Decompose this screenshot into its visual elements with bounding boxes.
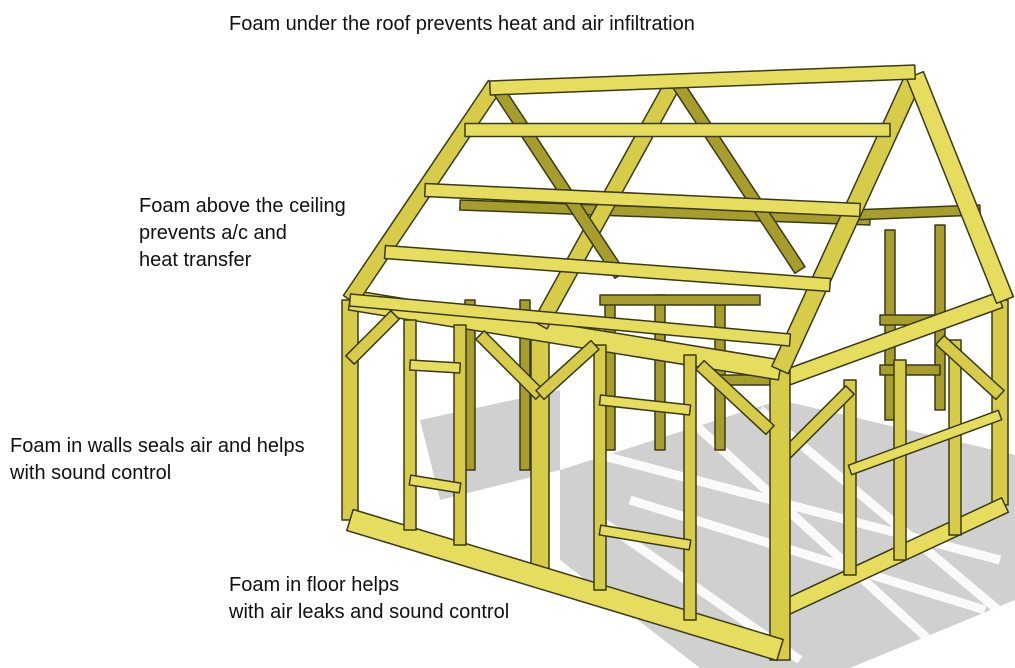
side-rail: [879, 364, 941, 376]
rail: [408, 474, 462, 494]
corner-post: [769, 369, 791, 661]
rafter: [342, 79, 503, 306]
ridge-beam: [488, 64, 917, 96]
rail: [598, 524, 692, 551]
rail: [847, 409, 1003, 476]
brace: [935, 334, 1005, 401]
rafter: [489, 80, 626, 280]
brace: [535, 339, 600, 401]
stud: [403, 319, 417, 531]
annotation-line: with sound control: [10, 462, 172, 484]
roof-foam-annotation: Foam under the roof prevents heat and ai…: [229, 11, 695, 38]
purlin: [383, 244, 832, 293]
annotation-line: Foam in walls seals air and helps: [10, 435, 305, 457]
sill-beam: [346, 508, 784, 662]
stud: [893, 359, 907, 561]
purlin: [464, 122, 891, 138]
stud: [593, 344, 607, 591]
annotation-line: with air leaks and sound control: [229, 601, 510, 623]
rafter: [669, 75, 806, 275]
back-rail: [599, 294, 761, 306]
stud: [683, 354, 697, 621]
rail: [408, 359, 462, 374]
purlin: [423, 182, 862, 218]
annotation-line: prevents a/c and: [139, 222, 287, 244]
back-post: [654, 294, 666, 451]
brace: [695, 359, 775, 436]
center-post: [530, 329, 550, 571]
rail: [598, 394, 692, 416]
annotation-line: heat transfer: [139, 249, 252, 271]
purlin: [348, 293, 792, 347]
stud: [843, 379, 857, 576]
stud: [453, 324, 467, 546]
ceiling-foam-annotation: Foam above the ceiling prevents a/c and …: [139, 193, 346, 274]
walls-foam-annotation: Foam in walls seals air and helps with s…: [10, 433, 305, 487]
corner-post: [341, 299, 359, 521]
frame-beams: [341, 64, 1015, 662]
brace: [345, 310, 400, 365]
annotation-line: Foam in floor helps: [229, 574, 400, 596]
annotation-line: Foam above the ceiling: [139, 195, 346, 217]
annotation-line: Foam under the roof prevents heat and ai…: [229, 13, 695, 35]
rafter: [905, 70, 1015, 305]
floor-foam-annotation: Foam in floor helps with air leaks and s…: [229, 572, 509, 626]
corner-post: [991, 299, 1009, 506]
